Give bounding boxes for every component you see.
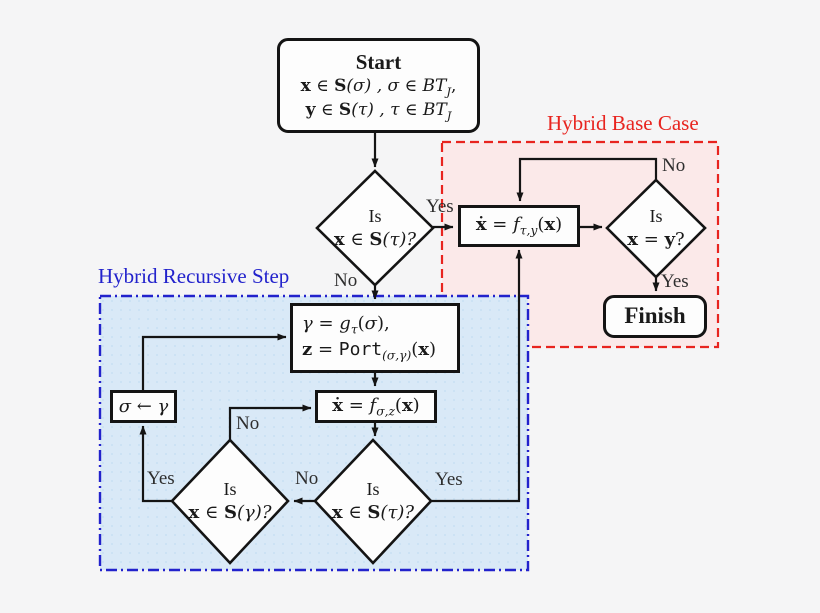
flow-sigma-z-node: ẋ = fσ,z(x) <box>315 390 437 423</box>
recursive-step-region-border <box>98 294 530 572</box>
finish-label: Finish <box>624 303 686 329</box>
start-title: Start <box>355 49 402 74</box>
recursive-step-label: Hybrid Recursive Step <box>98 264 290 288</box>
edge-eq-no-loop <box>516 157 658 202</box>
flow-tau-y-equation: ẋ = fτ,y(x) <box>475 214 563 238</box>
base-case-label: Hybrid Base Case <box>547 111 699 135</box>
finish-node: Finish <box>603 295 707 338</box>
edge-label-eq-yes: Yes <box>661 271 689 292</box>
edge-label-main-yes: Yes <box>426 196 454 217</box>
edge-gamma-no-to-flow2 <box>228 404 312 440</box>
decision-tau-shape <box>313 438 433 565</box>
edge-tau-yes-to-flow <box>431 249 523 503</box>
edge-label-gamma-no: No <box>236 413 260 434</box>
decision-eq-text: Is x = y? <box>627 206 685 250</box>
decision-gamma-text: Is x ∈ S(γ)? <box>188 479 272 523</box>
decision-eq-shape <box>605 178 707 279</box>
port-line: z = Port(σ,γ)(x) <box>302 339 437 363</box>
sigma-update-text: σ ← γ <box>118 395 169 417</box>
edge-label-tau-yes: Yes <box>435 469 463 490</box>
flow-sigma-z-equation: ẋ = fσ,z(x) <box>332 394 420 419</box>
sigma-update-node: σ ← γ <box>110 390 177 423</box>
edge-label-eq-no: No <box>662 155 686 176</box>
decision-tau-text: Is x ∈ S(τ)? <box>331 479 415 523</box>
gamma-line: γ = gτ(σ), <box>302 313 390 337</box>
edge-gamma-yes-to-sigma <box>139 425 172 503</box>
flow-tau-y-node: ẋ = fτ,y(x) <box>458 205 580 247</box>
edge-sigma-loop-to-gamma <box>141 333 287 390</box>
edge-label-tau-no: No <box>295 468 319 489</box>
decision-main-shape <box>315 169 435 287</box>
edge-label-gamma-yes: Yes <box>147 468 175 489</box>
decision-gamma-shape <box>170 438 290 565</box>
start-line-2: y ∈ S(τ) , τ ∈ BTJ <box>305 99 452 123</box>
start-node: Start x ∈ S(σ) , σ ∈ BTJ, y ∈ S(τ) , τ ∈… <box>277 38 480 133</box>
edge-label-main-no: No <box>334 270 358 291</box>
decision-main-text: Is x ∈ S(τ)? <box>333 206 417 250</box>
start-line-1: x ∈ S(σ) , σ ∈ BTJ, <box>300 75 457 99</box>
gamma-port-node: γ = gτ(σ), z = Port(σ,γ)(x) <box>290 303 460 373</box>
